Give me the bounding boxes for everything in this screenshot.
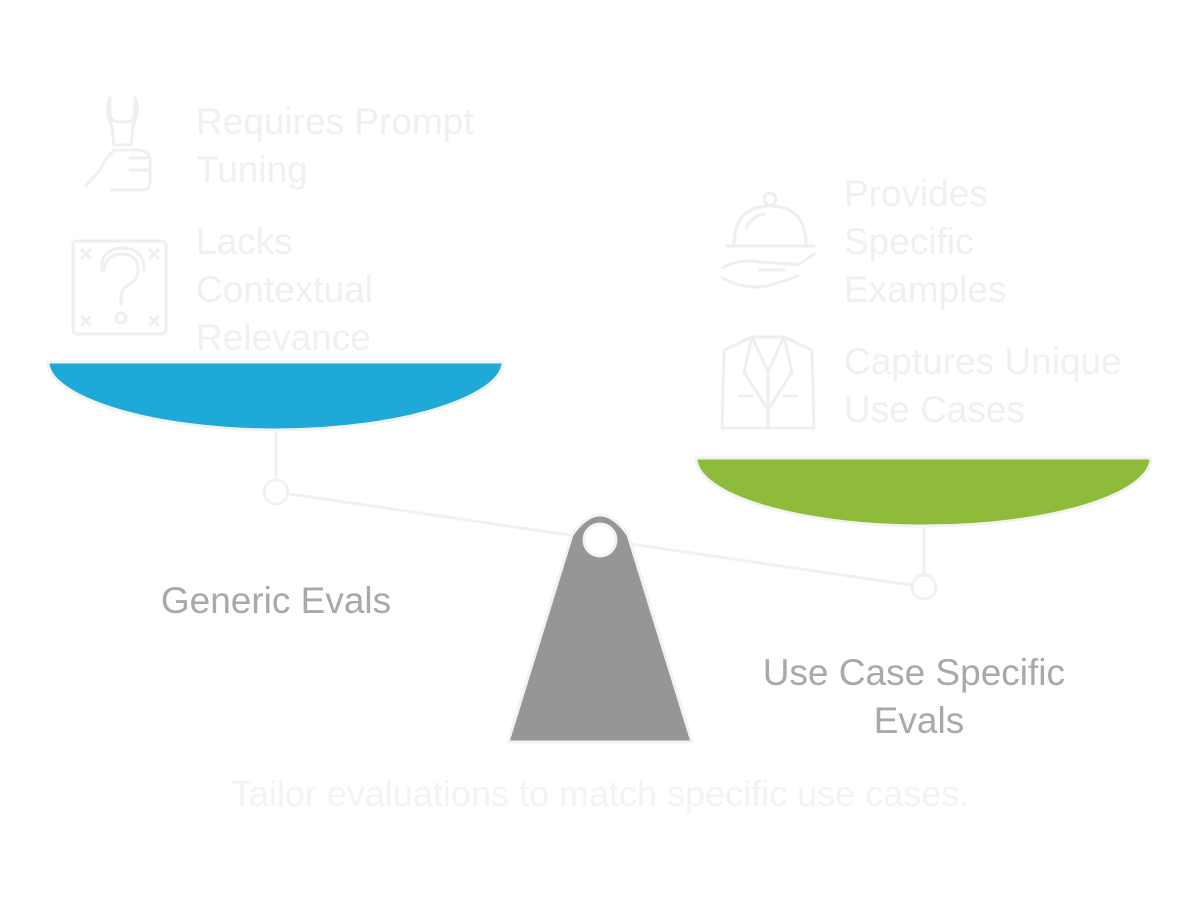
right-pan (694, 456, 1153, 528)
right-item-2-text: Captures Unique Use Cases (844, 341, 1132, 430)
left-item-1-text: Requires Prompt Tuning (196, 101, 484, 190)
wrench-hand-icon (84, 96, 152, 192)
right-pan-label: Use Case Specific Evals (763, 652, 1076, 741)
question-box-icon (71, 239, 168, 336)
left-item-2-text: Lacks Contextual Relevance (196, 221, 383, 358)
scale-fulcrum (506, 513, 694, 744)
serving-cloche-icon (720, 191, 816, 289)
fulcrum-pivot (582, 522, 618, 558)
left-pan (46, 360, 505, 432)
diagram-caption: Tailor evaluations to match specific use… (231, 773, 969, 814)
right-pan-joint (910, 573, 938, 601)
left-pan-joint (262, 478, 290, 506)
right-item-1-text: Provides Specific Examples (844, 173, 1006, 310)
tailored-jacket-icon (720, 335, 816, 430)
left-pan-label: Generic Evals (161, 580, 391, 621)
